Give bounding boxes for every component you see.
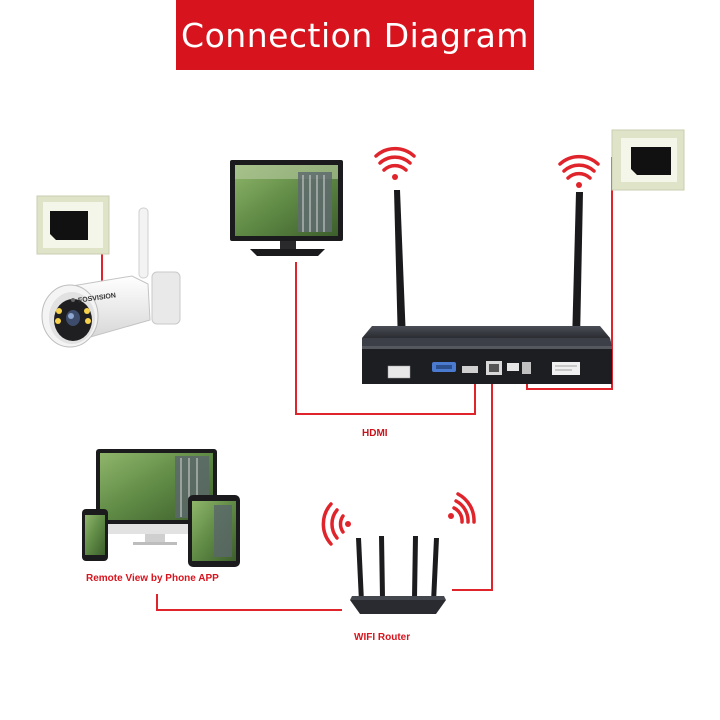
wifi-router [350,536,446,614]
hdmi-monitor [230,160,343,256]
router-label: WIFI Router [354,632,411,643]
remote-phone [82,509,108,561]
remote-view-label: Remote View by Phone APP [86,573,219,584]
title-banner: Connection Diagram [176,0,534,70]
diagram-title: Connection Diagram [181,15,529,55]
power-adapter-camera [36,195,110,255]
remote-tablet [188,495,240,567]
lan-cable-nvr-router [452,378,493,591]
wifi-icon-router-left [321,502,351,546]
hdmi-label: HDMI [362,428,388,439]
wifi-icon-nvr-right [558,154,600,188]
hdmi-cable [295,262,476,415]
nvr-recorder [362,190,612,384]
wifi-camera [41,207,181,348]
remote-view-line [156,594,342,611]
wifi-icon-nvr-left [374,146,416,180]
wifi-icon-router-right [448,492,476,524]
power-adapter-nvr [611,129,685,191]
